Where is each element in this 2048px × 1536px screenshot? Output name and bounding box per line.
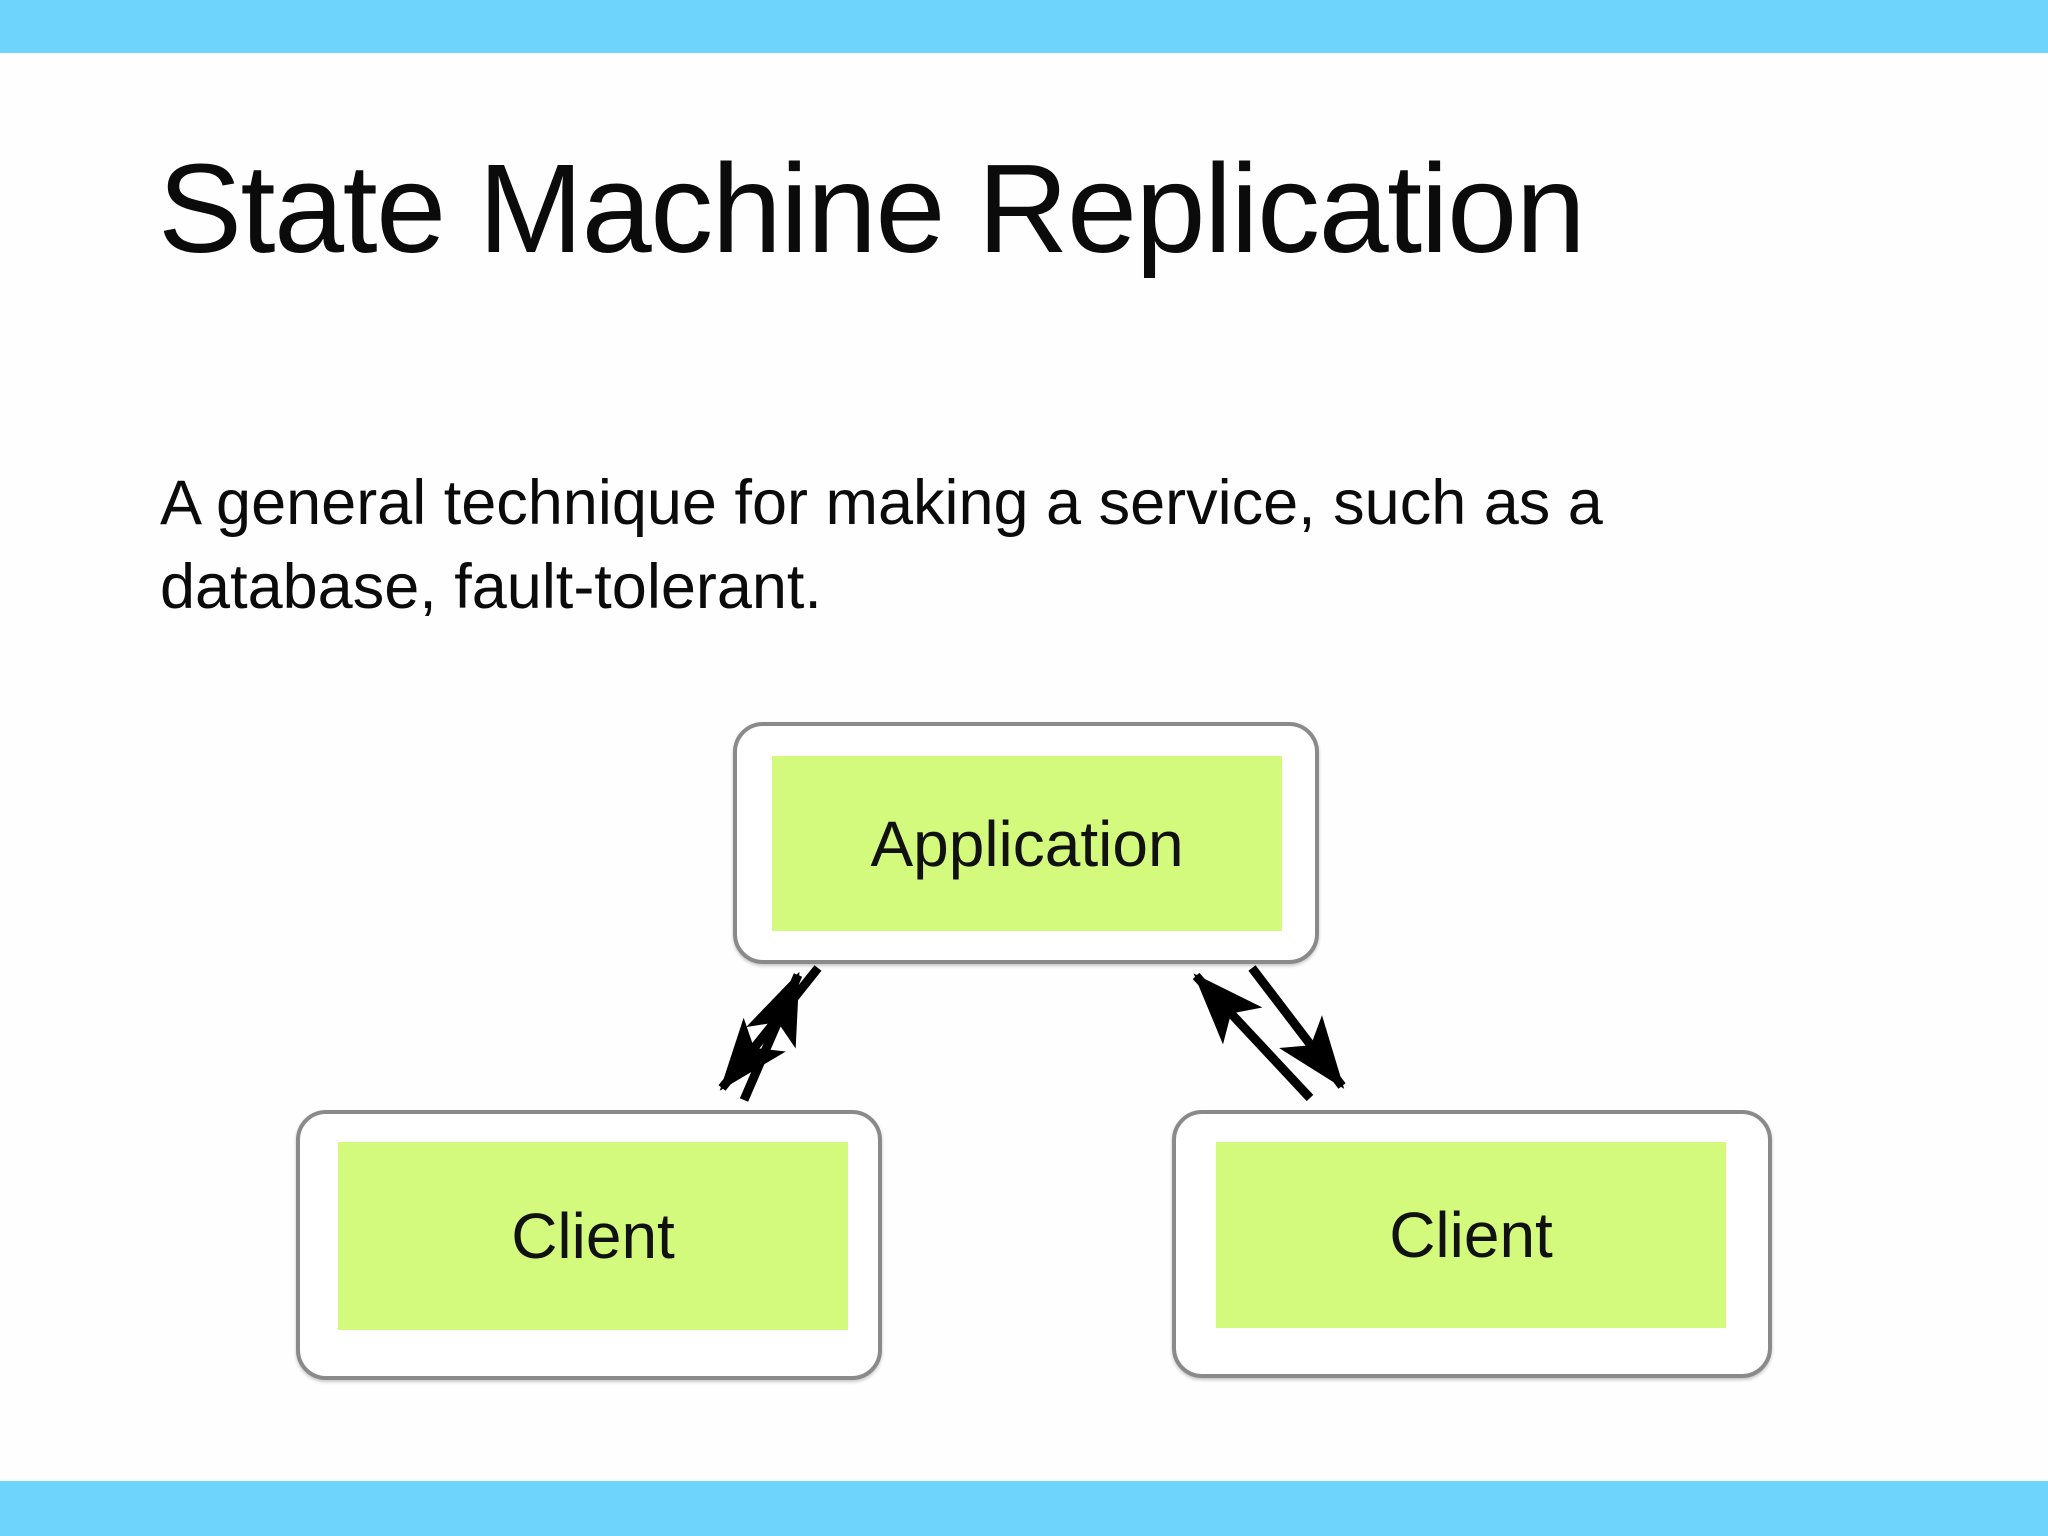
slide-title: State Machine Replication [158,138,1586,279]
node-client-right-label: Client [1389,1199,1553,1271]
node-client-right[interactable]: Client [1172,1110,1772,1378]
edge-application-to-client-left [718,965,822,1091]
edge-client-right-to-application [1192,972,1314,1102]
node-application-fill: Application [772,756,1282,931]
node-client-left[interactable]: Client [296,1110,882,1380]
slide-body-text: A general technique for making a service… [160,462,1880,630]
top-accent-band [0,0,2048,53]
body-line-1: A general technique for making a service… [160,468,1603,538]
edge-application-to-client-right [1248,965,1346,1089]
body-line-2: database, fault-tolerant. [160,551,822,622]
node-application[interactable]: Application [733,722,1319,964]
edge-client-left-to-application [739,971,803,1102]
bottom-accent-band [0,1481,2048,1536]
node-client-left-fill: Client [338,1142,848,1330]
node-client-left-label: Client [511,1200,675,1272]
node-client-right-fill: Client [1216,1142,1726,1328]
node-application-label: Application [870,807,1184,880]
